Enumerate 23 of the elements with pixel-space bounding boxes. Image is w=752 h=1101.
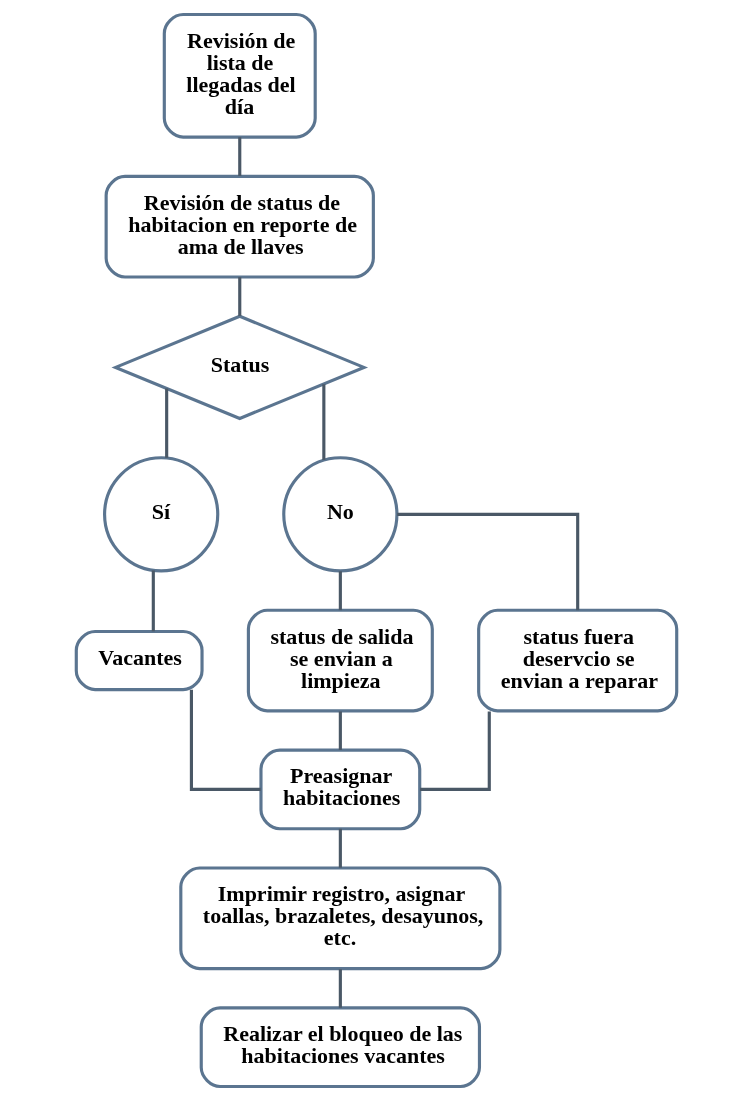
node-box: Realizar el bloqueo de las habitaciones vacantes xyxy=(199,1006,481,1089)
connector xyxy=(151,570,155,632)
connector xyxy=(321,384,325,460)
node-box: Preasignar habitaciones xyxy=(258,748,421,831)
connector xyxy=(189,689,261,791)
connector xyxy=(164,388,168,458)
connector xyxy=(237,277,241,316)
connector xyxy=(419,711,491,791)
connector xyxy=(338,969,342,1008)
node-box: Imprimir registro, asignar toallas, brazaletes, desayunos, etc. xyxy=(178,866,501,971)
node-circle: Sí xyxy=(102,456,219,573)
connector xyxy=(237,137,241,176)
node-circle: No xyxy=(281,456,398,573)
node-box: status fuera deservcio se envian a reparar xyxy=(476,608,678,713)
node-diamond: Status xyxy=(110,314,368,421)
connector xyxy=(338,828,342,868)
node-box: Revisión de lista de llegadas del día xyxy=(162,12,317,139)
node-box: Revisión de status de habitacion en reporte de ama de llaves xyxy=(104,174,375,279)
connector xyxy=(396,512,579,611)
connector xyxy=(338,711,342,750)
connector xyxy=(338,571,342,611)
node-box: Vacantes xyxy=(74,629,204,692)
node-box: status de salida se envian a limpieza xyxy=(246,608,434,713)
